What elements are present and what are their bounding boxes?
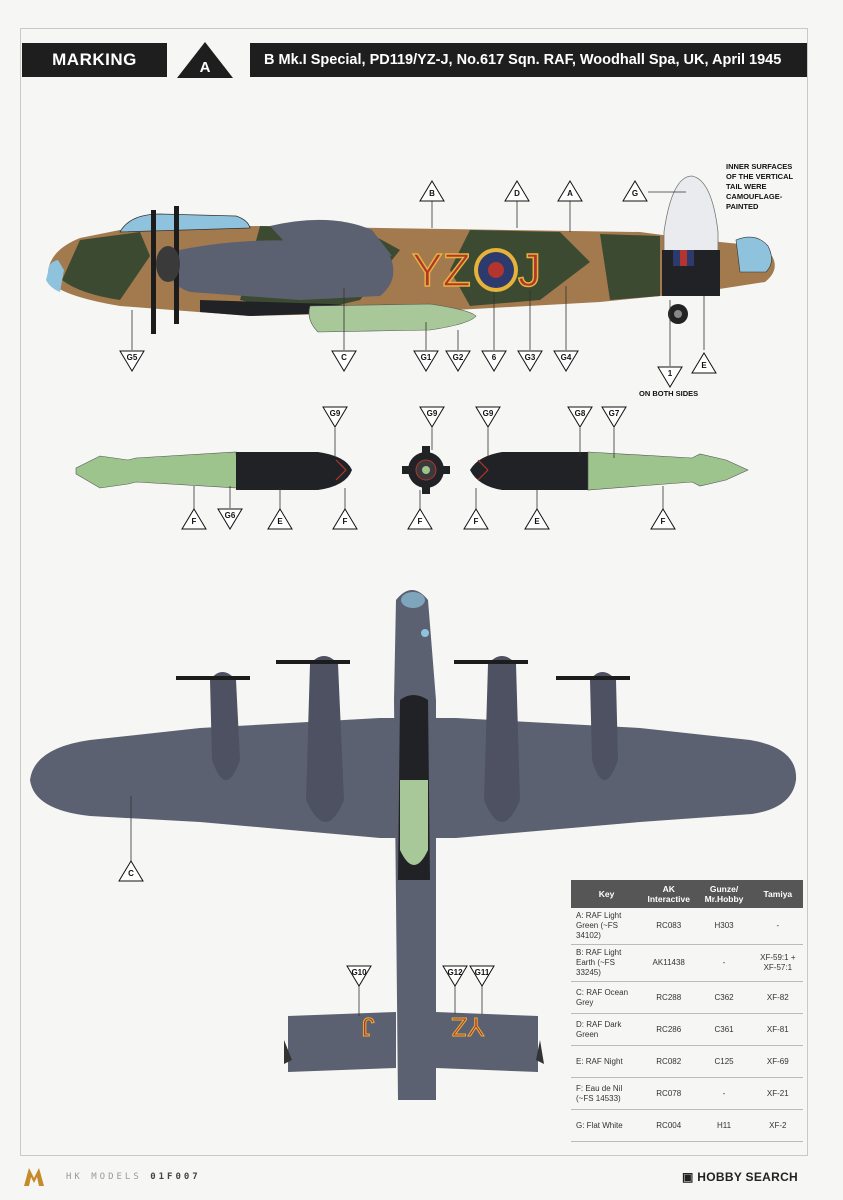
hk-models-logo-icon [24,1168,44,1186]
header-ak: AK Interactive [642,880,696,908]
callout-g2: G2 [445,350,471,372]
paint-key-table: Key AK Interactive Gunze/ Mr.Hobby Tamiy… [571,880,803,1142]
callout-f-3: F [407,508,433,530]
header-key: Key [571,880,642,908]
callout-g9-c: G9 [475,406,501,428]
callout-g9-b: G9 [419,406,445,428]
callout-1: 1 [657,366,683,388]
callout-g7: G7 [601,406,627,428]
callout-e-tail: E [691,352,717,374]
marking-letter: A [200,59,211,76]
header-bar: MARKING A B Mk.I Special, PD119/YZ-J, No… [22,40,807,80]
callout-g3: G3 [517,350,543,372]
callout-c: C [331,350,357,372]
header-tamiya: Tamiya [752,880,803,908]
plan-leader-lines [130,796,483,1016]
plan-code-left: YZ [451,1012,484,1042]
callout-g10: G10 [346,965,372,987]
callout-6: 6 [481,350,507,372]
camera-icon: ▣ [682,1170,694,1184]
side-code-right: J [518,244,541,296]
both-sides-note: ON BOTH SIDES [639,389,699,398]
callout-f-2: F [332,508,358,530]
bomb-leader-lines [193,428,664,512]
footer-brand: HK MODELS 01F007 [66,1172,201,1182]
callout-f-4: F [463,508,489,530]
callout-g8: G8 [567,406,593,428]
watermark: ▣ HOBBY SEARCH [682,1170,799,1184]
side-code-left: YZ [412,244,471,296]
footer-code: 01F007 [150,1172,201,1182]
callout-a: A [557,180,583,202]
callout-g12: G12 [442,965,468,987]
inner-tail-note: INNER SURFACES OF THE VERTICAL TAIL WERE… [726,162,793,211]
plan-code-right: J [362,1012,375,1042]
callout-f-5: F [650,508,676,530]
table-row: B: RAF Light Earth (~FS 33245)AK11438-XF… [571,944,803,982]
callout-g4: G4 [553,350,579,372]
callout-g1: G1 [413,350,439,372]
side-view-aircraft: YZ J [46,175,775,334]
table-row: F: Eau de Nil (~FS 14533)RC078-XF-21 [571,1077,803,1110]
marking-title: B Mk.I Special, PD119/YZ-J, No.617 Sqn. … [250,43,807,77]
plan-view-aircraft: J YZ [30,590,797,1100]
table-header-row: Key AK Interactive Gunze/ Mr.Hobby Tamiy… [571,880,803,908]
section-label: MARKING [22,43,167,77]
callout-g9-a: G9 [322,406,348,428]
callout-c-plan: C [118,860,144,882]
side-leader-lines [131,191,705,366]
callout-g6: G6 [217,508,243,530]
callout-g: G [622,180,648,202]
callout-b: B [419,180,445,202]
bomb-views [75,446,749,494]
callout-d: D [504,180,530,202]
page-frame [20,28,808,1156]
header-gunze: Gunze/ Mr.Hobby [695,880,753,908]
callout-g5: G5 [119,350,145,372]
callout-f-1: F [181,508,207,530]
callout-g11: G11 [469,965,495,987]
marking-letter-badge: A [175,40,235,80]
callout-e-1: E [267,508,293,530]
callout-e-2: E [524,508,550,530]
